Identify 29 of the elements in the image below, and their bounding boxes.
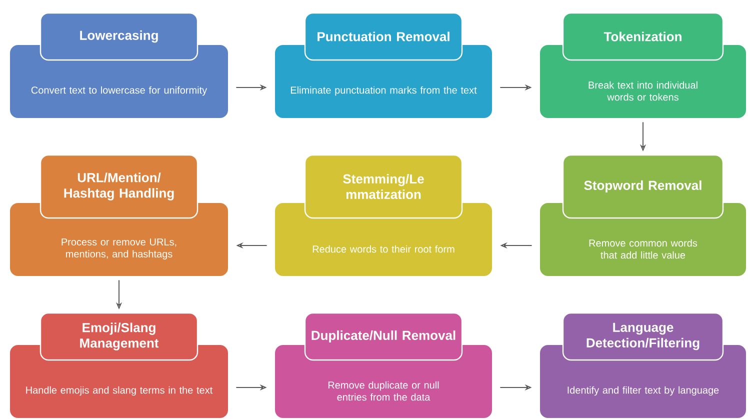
process-box: Language Detection/Filtering Identify and filter text by language <box>540 312 746 418</box>
node-label: Language <box>613 322 674 335</box>
node-label: Lowercasing <box>80 30 158 43</box>
node-label: Identify and filter text by language <box>568 386 719 396</box>
process-box: Lowercasing Convert text to lowercase for uniformity <box>10 12 228 118</box>
process-box: Punctuation Removal Eliminate punctuation marks from the text <box>275 12 492 118</box>
node-label: Emoji/Slang <box>82 322 156 335</box>
process-box: URL/Mention/ Hashtag Handling Process or remove URLs, mentions, and hashtags <box>10 154 228 276</box>
node-label: Process or remove URLs, mentions, and hashtags <box>62 238 176 260</box>
process-box: Tokenization Break text into individual words or tokens <box>540 12 746 118</box>
node-label: Convert text to lowercase for uniformity <box>31 86 208 96</box>
node-label: URL/Mention/ Hashtag Handling <box>64 172 174 200</box>
process-box: Duplicate/Null Removal Remove duplicate or null entries from the data <box>275 312 492 418</box>
process-box: Emoji/Slang Management Handle emojis and slang terms in the text <box>10 312 228 418</box>
node-label: Eliminate punctuation marks from the text <box>290 86 477 96</box>
node-label: Management <box>80 338 159 350</box>
node-label: Stemming/Le mmatization <box>343 174 424 200</box>
node-label: Detection/Filtering <box>586 338 700 350</box>
node-label: Stopword Removal <box>584 180 702 193</box>
node-label: Reduce words to their root form <box>312 245 454 253</box>
node-label: Break text into individual words or tokens <box>588 81 698 101</box>
node-label: Duplicate/Null Removal <box>312 330 456 343</box>
process-box: Stopword Removal Remove common words that add little value <box>540 154 746 276</box>
node-label: Remove duplicate or null entries from the data <box>328 381 439 401</box>
node-label: Punctuation Removal <box>318 32 450 42</box>
node-label: Remove common words that add little value <box>589 239 698 259</box>
node-label: Tokenization <box>604 32 682 42</box>
process-box: Stemming/Le mmatization Reduce words to their root form <box>275 154 492 276</box>
node-label: Handle emojis and slang terms in the text <box>26 386 213 396</box>
